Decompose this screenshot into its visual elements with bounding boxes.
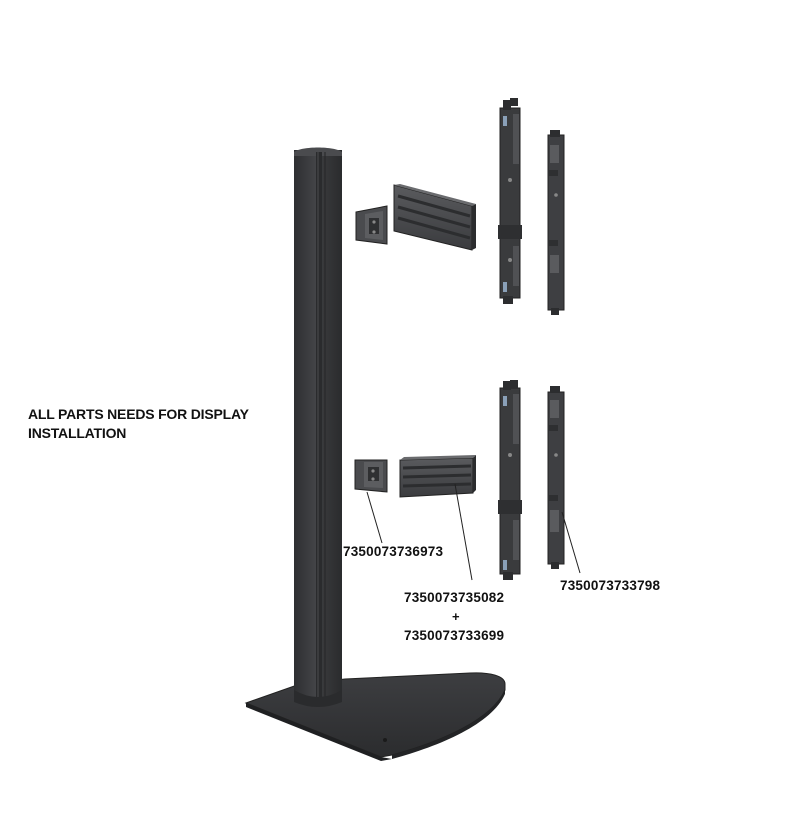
leader-line-hanger <box>561 511 581 574</box>
lower-rail <box>399 455 476 498</box>
part-number-rail-primary: 7350073735082 <box>404 590 505 605</box>
lower-hanger-left <box>498 380 522 580</box>
part-number-rail-secondary: 7350073733699 <box>404 628 505 643</box>
leader-lines <box>366 483 581 581</box>
leader-line-bracket <box>366 491 383 544</box>
lower-bracket <box>354 459 388 493</box>
caption-line-1: ALL PARTS NEEDS FOR DISPLAY <box>28 406 249 422</box>
base-plate <box>244 672 506 761</box>
upper-hanger-left <box>498 98 522 304</box>
installation-caption: ALL PARTS NEEDS FOR DISPLAY INSTALLATION <box>28 405 249 443</box>
plus-sign: + <box>452 609 460 624</box>
upper-hanger-right <box>547 130 565 315</box>
caption-line-2: INSTALLATION <box>28 425 127 441</box>
part-number-bracket: 7350073736973 <box>343 544 444 559</box>
upper-bracket <box>355 205 388 245</box>
upper-rail <box>393 184 476 251</box>
column-upright <box>294 147 342 707</box>
part-number-hanger: 7350073733798 <box>560 578 661 593</box>
leader-line-rail <box>454 483 473 581</box>
lower-hanger-right <box>547 386 565 569</box>
base-screw-hole <box>383 738 387 742</box>
